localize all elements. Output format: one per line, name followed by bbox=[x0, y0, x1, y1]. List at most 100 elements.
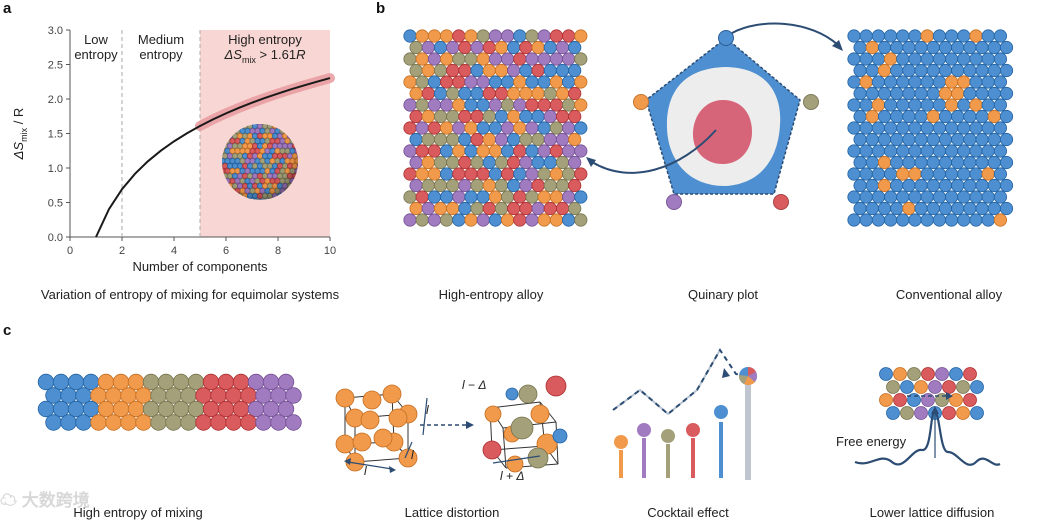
hea-atom bbox=[549, 29, 563, 43]
conventional-atom bbox=[883, 190, 898, 204]
mixing-atom bbox=[202, 373, 220, 391]
mixing-atom bbox=[217, 400, 235, 418]
hea-atom bbox=[488, 75, 503, 89]
conventional-atom bbox=[914, 109, 928, 124]
hea-atom bbox=[482, 132, 496, 147]
conventional-atom bbox=[987, 86, 1001, 101]
conventional-atom bbox=[859, 52, 873, 66]
conventional-atom bbox=[957, 144, 971, 158]
hea-atom bbox=[452, 121, 466, 135]
hea-atom bbox=[439, 167, 454, 181]
hea-atom bbox=[439, 98, 454, 112]
conventional-atom bbox=[902, 86, 916, 101]
conventional-atom bbox=[975, 63, 989, 78]
x-tick-label: 2 bbox=[119, 245, 125, 257]
vertex-blue-atom bbox=[718, 30, 734, 46]
mixing-atom bbox=[82, 400, 100, 418]
mixing-atom bbox=[97, 400, 115, 418]
conventional-atom bbox=[932, 52, 947, 66]
diffusion-atom bbox=[956, 380, 970, 394]
hea-atom bbox=[464, 29, 478, 43]
conventional-atom bbox=[951, 63, 965, 78]
hea-atom bbox=[513, 98, 527, 112]
hea-atom bbox=[452, 29, 466, 43]
hea-atom bbox=[549, 121, 563, 135]
hea-atom bbox=[531, 86, 545, 101]
hea-atom bbox=[433, 155, 448, 170]
mixing-atom bbox=[240, 414, 257, 431]
conventional-atom bbox=[871, 52, 885, 66]
conventional-atom bbox=[938, 63, 953, 78]
conventional-atom bbox=[926, 109, 940, 124]
hea-atom bbox=[494, 178, 509, 193]
hea-atom bbox=[574, 144, 588, 158]
hea-atom bbox=[427, 190, 442, 204]
hea-atom bbox=[574, 190, 588, 204]
region-medium-label-1: Medium bbox=[138, 32, 184, 47]
conventional-atom bbox=[993, 52, 1008, 66]
mixing-atom bbox=[75, 414, 92, 431]
hea-atom bbox=[507, 201, 521, 216]
hea-atom bbox=[525, 121, 539, 135]
conventional-atom bbox=[957, 75, 971, 89]
hea-atom bbox=[513, 75, 527, 89]
hea-atom bbox=[494, 86, 509, 101]
conventional-atom bbox=[926, 201, 940, 216]
hea-atom bbox=[537, 144, 551, 158]
hea-atom bbox=[555, 178, 570, 193]
hea-atom bbox=[519, 63, 533, 78]
mixing-atom bbox=[67, 400, 85, 418]
hea-atom bbox=[513, 190, 527, 204]
hea-atom bbox=[549, 213, 563, 227]
hea-atom bbox=[427, 52, 442, 66]
x-tick-label: 0 bbox=[67, 245, 73, 257]
mixing-atom bbox=[157, 400, 175, 418]
conventional-atom bbox=[963, 201, 977, 216]
conventional-atom bbox=[896, 75, 910, 89]
mixing-atom bbox=[180, 414, 197, 431]
mixing-atom bbox=[270, 387, 287, 404]
cocktail-effect-diagram bbox=[612, 348, 758, 480]
hea-atom bbox=[403, 144, 417, 158]
hea-atom bbox=[415, 52, 429, 66]
distortion-atom bbox=[505, 387, 519, 401]
conventional-atom bbox=[999, 109, 1014, 124]
conventional-atom bbox=[853, 155, 867, 170]
caption-cocktail: Cocktail effect bbox=[647, 505, 729, 520]
conventional-atom bbox=[914, 86, 928, 101]
conventional-atom bbox=[908, 75, 922, 89]
hea-atom bbox=[513, 144, 527, 158]
hea-atom bbox=[531, 201, 545, 216]
conventional-atom bbox=[951, 40, 965, 55]
hea-atom bbox=[488, 213, 503, 227]
conventional-atom bbox=[853, 109, 867, 124]
hea-atom bbox=[476, 52, 490, 66]
hea-atom bbox=[415, 98, 429, 112]
label-l-minus: l − Δ bbox=[462, 378, 486, 392]
mixing-atom bbox=[210, 387, 227, 404]
conventional-atom bbox=[902, 63, 916, 78]
conventional-atom bbox=[944, 29, 959, 43]
hea-atom bbox=[549, 52, 563, 66]
conventional-atom bbox=[987, 201, 1001, 216]
hea-atom bbox=[470, 155, 484, 170]
conventional-atom bbox=[914, 40, 928, 55]
conventional-atom bbox=[987, 178, 1001, 193]
hea-atom bbox=[501, 29, 515, 43]
hea-atom bbox=[574, 75, 588, 89]
hea-atom bbox=[415, 167, 429, 181]
hea-atom bbox=[458, 201, 472, 216]
conventional-atom bbox=[938, 86, 953, 101]
conventional-atom bbox=[859, 121, 873, 135]
diffusion-atom bbox=[942, 380, 956, 394]
conventional-atom bbox=[883, 144, 898, 158]
mixing-atom bbox=[135, 387, 152, 404]
conventional-atom bbox=[871, 121, 885, 135]
hea-atom bbox=[562, 121, 576, 135]
hea-atom bbox=[446, 132, 460, 147]
conventional-atom bbox=[944, 213, 959, 227]
hea-atom bbox=[494, 155, 509, 170]
conventional-atom bbox=[908, 121, 922, 135]
conventional-atom bbox=[932, 29, 947, 43]
mixing-atom bbox=[270, 414, 287, 431]
